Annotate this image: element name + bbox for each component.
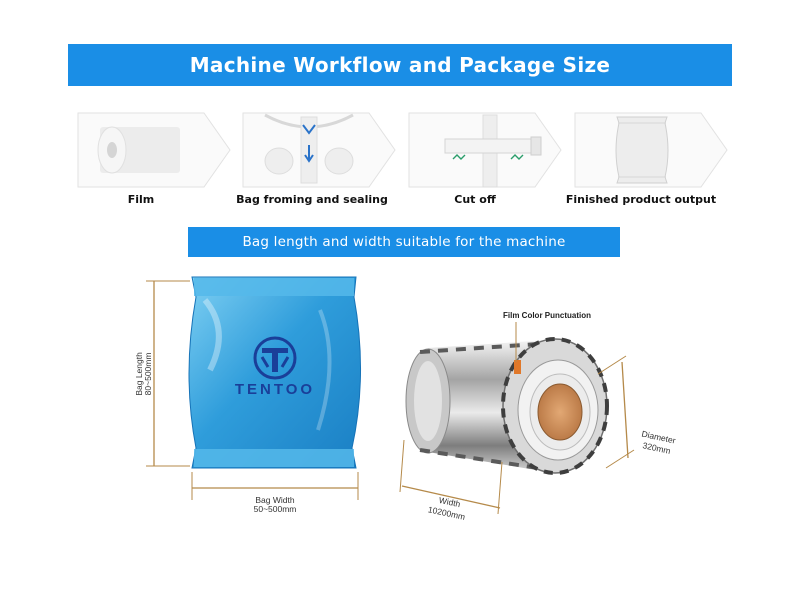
workflow-step-bag-forming (239, 111, 399, 189)
film-width-label-2: 10200mm (427, 504, 466, 522)
punctuation-label: Film Color Punctuation (503, 311, 591, 320)
film-roll (405, 337, 609, 475)
film-width-dimension (399, 439, 503, 515)
workflow-step-finished (571, 111, 731, 189)
blue-bag: TENTOO (188, 276, 362, 469)
step-label-bag-forming: Bag froming and sealing (236, 193, 388, 206)
step-label-film: Film (127, 193, 155, 206)
bag-forming-icon (242, 112, 396, 188)
subtitle-banner: Bag length and width suitable for the ma… (188, 227, 620, 257)
workflow-step-film (74, 111, 234, 189)
subtitle: Bag length and width suitable for the ma… (242, 234, 566, 250)
bag-length-dimension (146, 280, 190, 467)
bag-length-label-2: 80~500mm (143, 352, 153, 396)
step-label-finished: Finished product output (565, 193, 717, 206)
bag-width-label-1: Bag Width (255, 495, 295, 505)
bag-width-label: Bag Width 50~500mm (225, 496, 325, 514)
bag-length-label: Bag Length 80~500mm (134, 334, 153, 414)
title-banner: Machine Workflow and Package Size (68, 44, 732, 86)
film-diameter-dimension (597, 355, 635, 469)
workflow-step-cut-off (405, 111, 565, 189)
finished-bag-icon (574, 112, 728, 188)
film-roll-icon (77, 112, 231, 188)
bag-width-label-2: 50~500mm (253, 503, 297, 514)
tentoo-logo-icon (253, 336, 297, 380)
page-title: Machine Workflow and Package Size (189, 53, 611, 77)
cut-off-icon (408, 112, 562, 188)
bag-width-dimension (191, 472, 359, 500)
bag-brand-text: TENTOO (235, 381, 315, 398)
step-label-cut-off: Cut off (454, 193, 496, 206)
film-width-label-1: Width (438, 495, 462, 509)
punctuation-marker-icon (514, 360, 521, 374)
